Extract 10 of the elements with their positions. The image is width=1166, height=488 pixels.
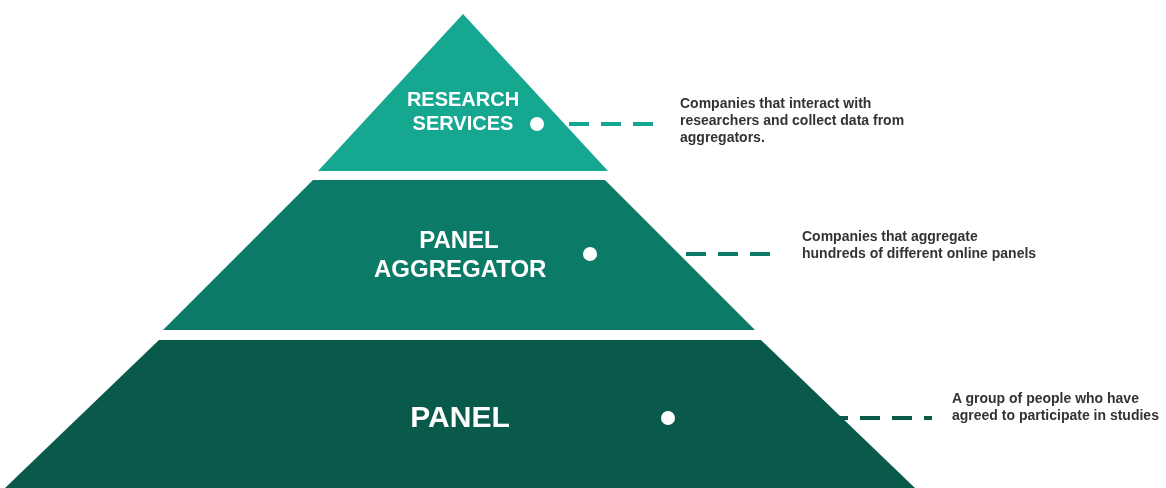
pyramid-tier: [163, 180, 755, 330]
leader-line: [661, 411, 932, 425]
tier-label: RESEARCH SERVICES: [405, 87, 521, 136]
description-text: A group of people who have agreed to participate in studies: [952, 390, 1162, 424]
tier-label: PANEL: [409, 398, 511, 435]
tier-label: PANEL AGGREGATOR: [374, 226, 544, 284]
pyramid-tier: [318, 14, 608, 171]
description-text: Companies that interact with researchers and collect data from aggregators.: [680, 95, 920, 146]
pyramid-tier: [5, 340, 915, 488]
description-text: Companies that aggregate hundreds of different online panels: [802, 228, 1042, 262]
